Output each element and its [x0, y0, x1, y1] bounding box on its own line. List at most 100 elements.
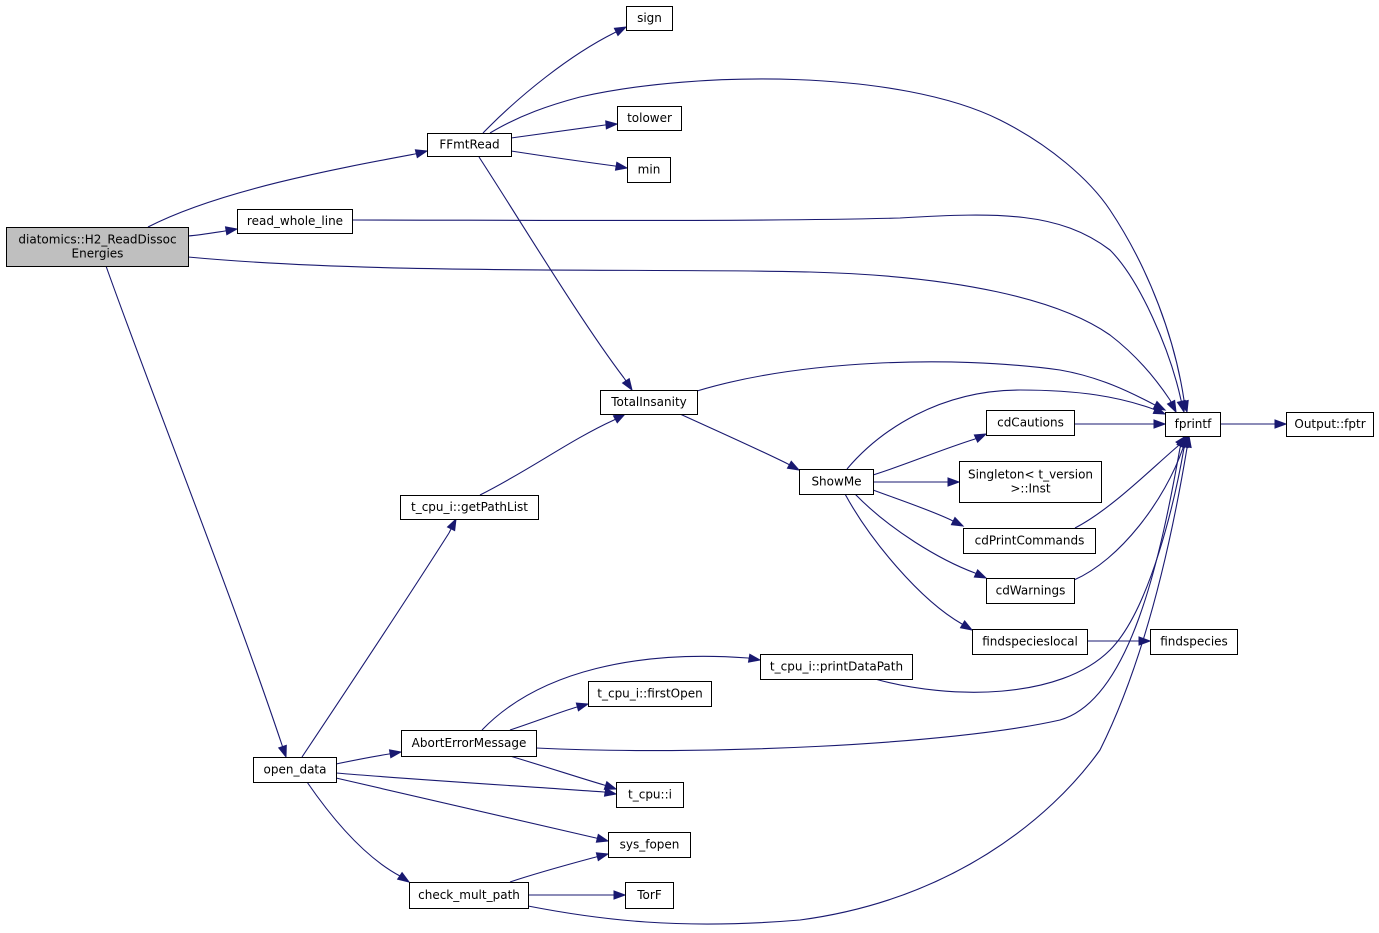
node-box[interactable] — [6, 227, 189, 267]
node-label: >::Inst — [1010, 482, 1051, 496]
node-singleton[interactable]: Singleton< t_version>::Inst — [959, 461, 1102, 503]
edge-line — [696, 361, 1154, 405]
node-box[interactable] — [401, 730, 537, 757]
edge-line — [147, 153, 416, 228]
node-label: t_cpu_i::printDataPath — [770, 660, 903, 674]
edge-AbortErrorMessage-to-printDataPath — [481, 653, 762, 731]
node-box[interactable] — [627, 157, 671, 183]
node-box[interactable] — [1286, 412, 1374, 437]
node-box[interactable] — [626, 6, 673, 31]
node-box[interactable] — [427, 133, 512, 157]
edge-open_data-to-getPathList — [301, 517, 457, 758]
arrowhead — [950, 516, 965, 527]
node-box[interactable] — [963, 528, 1096, 554]
node-t-cpu-i[interactable]: t_cpu::i — [616, 782, 684, 808]
edge-FFmtRead-to-min — [510, 150, 629, 171]
node-box[interactable] — [986, 410, 1075, 436]
node-cdwarnings[interactable]: cdWarnings — [986, 578, 1075, 604]
node-totalinsanity[interactable]: TotalInsanity — [600, 390, 698, 415]
node-sys-fopen[interactable]: sys_fopen — [608, 832, 691, 858]
node-printdatapath[interactable]: t_cpu_i::printDataPath — [760, 654, 913, 680]
node-label: sign — [637, 11, 662, 25]
node-box[interactable] — [1150, 629, 1238, 655]
node-box[interactable] — [409, 882, 529, 909]
edge-line — [301, 532, 450, 758]
node-box[interactable] — [588, 681, 712, 707]
node-check-mult-path[interactable]: check_mult_path — [409, 882, 529, 909]
node-label: tolower — [627, 111, 672, 125]
node-getpathlist[interactable]: t_cpu_i::getPathList — [400, 495, 539, 520]
node-fptr[interactable]: Output::fptr — [1286, 412, 1374, 437]
node-findspecies[interactable]: findspecies — [1150, 629, 1238, 655]
node-sign[interactable]: sign — [626, 6, 673, 31]
edge-TotalInsanity-to-fprintf — [696, 361, 1167, 411]
edge-line — [509, 706, 578, 731]
node-box[interactable] — [1165, 412, 1221, 437]
node-label: ShowMe — [811, 475, 861, 489]
edge-root-to-FFmtRead — [147, 149, 429, 228]
node-box[interactable] — [600, 390, 698, 415]
node-box[interactable] — [253, 757, 337, 783]
arrowhead — [973, 433, 988, 444]
node-label: Energies — [72, 247, 124, 261]
edge-open_data-to-check_mult_path — [306, 781, 411, 883]
edge-TotalInsanity-to-ShowMe — [679, 413, 801, 471]
arrowhead — [1274, 419, 1288, 429]
node-firstopen[interactable]: t_cpu_i::firstOpen — [588, 681, 712, 707]
edge-line — [872, 438, 976, 476]
edge-line — [872, 489, 952, 521]
node-label: t_cpu_i::firstOpen — [597, 687, 702, 701]
edge-line — [874, 447, 1185, 693]
edge-tail — [448, 528, 452, 534]
edge-line — [105, 265, 283, 746]
node-box[interactable] — [972, 629, 1088, 655]
edge-root-to-read_whole_line — [187, 226, 239, 237]
node-box[interactable] — [959, 461, 1102, 503]
node-cdcautions[interactable]: cdCautions — [986, 410, 1075, 436]
node-open-data[interactable]: open_data — [253, 757, 337, 783]
node-label: check_mult_path — [418, 888, 520, 902]
arrowhead — [595, 852, 610, 862]
edge-line — [489, 78, 1185, 401]
node-label: cdCautions — [997, 416, 1064, 430]
node-read-whole-line[interactable]: read_whole_line — [237, 209, 353, 234]
edge-line — [482, 32, 615, 134]
node-fprintf[interactable]: fprintf — [1165, 412, 1221, 437]
node-aborterrormessage[interactable]: AbortErrorMessage — [401, 730, 537, 757]
node-label: Output::fptr — [1294, 417, 1365, 431]
node-tolower[interactable]: tolower — [617, 106, 682, 131]
edge-line — [306, 781, 401, 877]
arrowhead — [603, 780, 618, 790]
node-box[interactable] — [760, 654, 913, 680]
edge-line — [844, 493, 963, 625]
node-box[interactable] — [986, 578, 1075, 604]
node-label: AbortErrorMessage — [412, 736, 527, 750]
node-box[interactable] — [616, 782, 684, 808]
node-ffmtread[interactable]: FFmtRead — [427, 133, 512, 157]
node-box[interactable] — [799, 469, 874, 495]
edge-ShowMe-to-Singleton — [873, 477, 961, 487]
node-min[interactable]: min — [627, 157, 671, 183]
node-showme[interactable]: ShowMe — [799, 469, 874, 495]
arrowhead — [414, 149, 429, 159]
node-box[interactable] — [237, 209, 353, 234]
node-label: t_cpu_i::getPathList — [411, 500, 528, 514]
node-torf[interactable]: TorF — [625, 882, 674, 909]
arrowhead — [595, 833, 610, 843]
edge-FFmtRead-to-tolower — [510, 120, 619, 139]
node-box[interactable] — [400, 495, 539, 520]
node-findspecieslocal[interactable]: findspecieslocal — [972, 629, 1088, 655]
node-label: FFmtRead — [439, 138, 499, 152]
arrowhead — [575, 702, 590, 712]
edge-check_mult_path-to-fprintf — [527, 434, 1192, 925]
node-box[interactable] — [608, 832, 691, 858]
edge-AbortErrorMessage-to-t_cpu_i — [509, 755, 618, 790]
edge-line — [510, 124, 606, 139]
node-box[interactable] — [617, 106, 682, 131]
edge-line — [509, 856, 597, 883]
node-box[interactable] — [625, 882, 674, 909]
node-cdprintcommands[interactable]: cdPrintCommands — [963, 528, 1096, 554]
edge-line — [335, 772, 605, 793]
